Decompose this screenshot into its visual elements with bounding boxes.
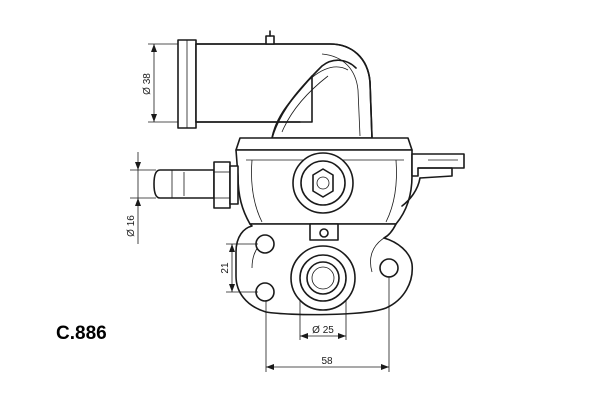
inlet-stub (153, 161, 239, 209)
dim-flange-width-text: 58 (321, 356, 333, 367)
dim-bore-diameter: Ø 25 (299, 300, 347, 340)
dim-outlet-diameter: Ø 38 (142, 43, 178, 123)
dim-bore-diameter-text: Ø 25 (312, 325, 334, 336)
dim-flange-width: 58 (265, 276, 390, 372)
housing-lower (235, 223, 413, 316)
dim-flange-offset: 21 (220, 243, 258, 293)
dim-inlet-diameter: Ø 16 (126, 152, 156, 244)
dim-flange-offset-text: 21 (220, 262, 231, 274)
housing-upper (235, 137, 465, 225)
outlet-pipe (177, 30, 373, 139)
dim-inlet-diameter-text: Ø 16 (126, 215, 137, 237)
dim-outlet-diameter-text: Ø 38 (142, 73, 153, 95)
part-number-label: C.886 (56, 323, 107, 344)
